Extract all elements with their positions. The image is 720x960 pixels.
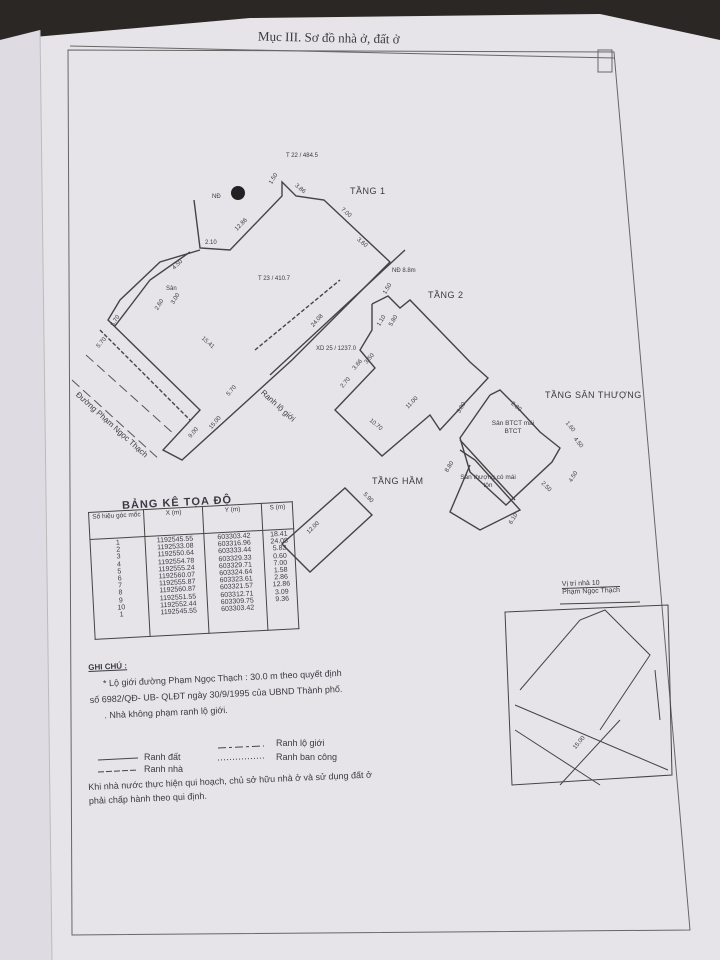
ink-blot: [231, 186, 245, 200]
table-cell-y: 603303.42: [220, 604, 255, 614]
basement-plan: [280, 487, 374, 573]
table-cell-s: 9.36: [275, 595, 290, 604]
xd-label: XD 25 / 1237.0: [316, 346, 357, 352]
floor-label-2: TẦNG 2: [428, 290, 464, 300]
parcel-top-label: T 22 / 484.5: [286, 153, 318, 159]
floor-label-roof: TẦNG SÂN THƯỢNG: [545, 390, 642, 400]
legend-house: Ranh nhà: [144, 764, 184, 774]
road-lines: [71, 354, 176, 461]
floor2-plan: [334, 295, 489, 457]
page-frame: [67, 49, 691, 936]
floor-label-basement: TẦNG HẦM: [372, 476, 424, 486]
floor1-plan: [99, 180, 406, 461]
inset-title: Vị trí nhà 10 Phạm Ngọc Thạch: [562, 579, 621, 597]
header-y: Y (m): [202, 503, 264, 534]
floor-label-1: TẦNG 1: [350, 186, 386, 196]
table-cell-points: 1: [119, 611, 124, 619]
notes: GHI CHÚ : * Lộ giới đường Phạm Ngọc Thạc…: [88, 649, 343, 724]
legend-land: Ranh đất: [144, 752, 181, 762]
roof-terrace-label: Sân thượng có mái tôn: [460, 474, 516, 489]
roof-plan: [449, 389, 561, 531]
dim-label: 2.10: [205, 240, 217, 246]
legend-balcony: Ranh ban công: [276, 752, 338, 762]
inset-map: [504, 601, 673, 786]
header-x: X (m): [143, 506, 205, 537]
table-cell-x: 1192545.55: [160, 607, 198, 617]
roof-slab-label: Sân BTCT mái BTCT: [491, 420, 535, 435]
parcel-main-label: T 23 / 410.7: [258, 276, 290, 282]
header-s: S (m): [261, 501, 295, 531]
header-point: Số hiệu góc mốc: [88, 509, 146, 540]
section-title: Mục III. Sơ đồ nhà ở, đất ở: [257, 28, 400, 47]
yard-label: Sân: [166, 286, 177, 292]
neighbor-label: NĐ: [212, 194, 221, 200]
legend-lines: [97, 745, 265, 773]
neighbor2-label: NĐ 8.8m: [392, 268, 416, 274]
legend-road: Ranh lộ giới: [276, 738, 325, 748]
